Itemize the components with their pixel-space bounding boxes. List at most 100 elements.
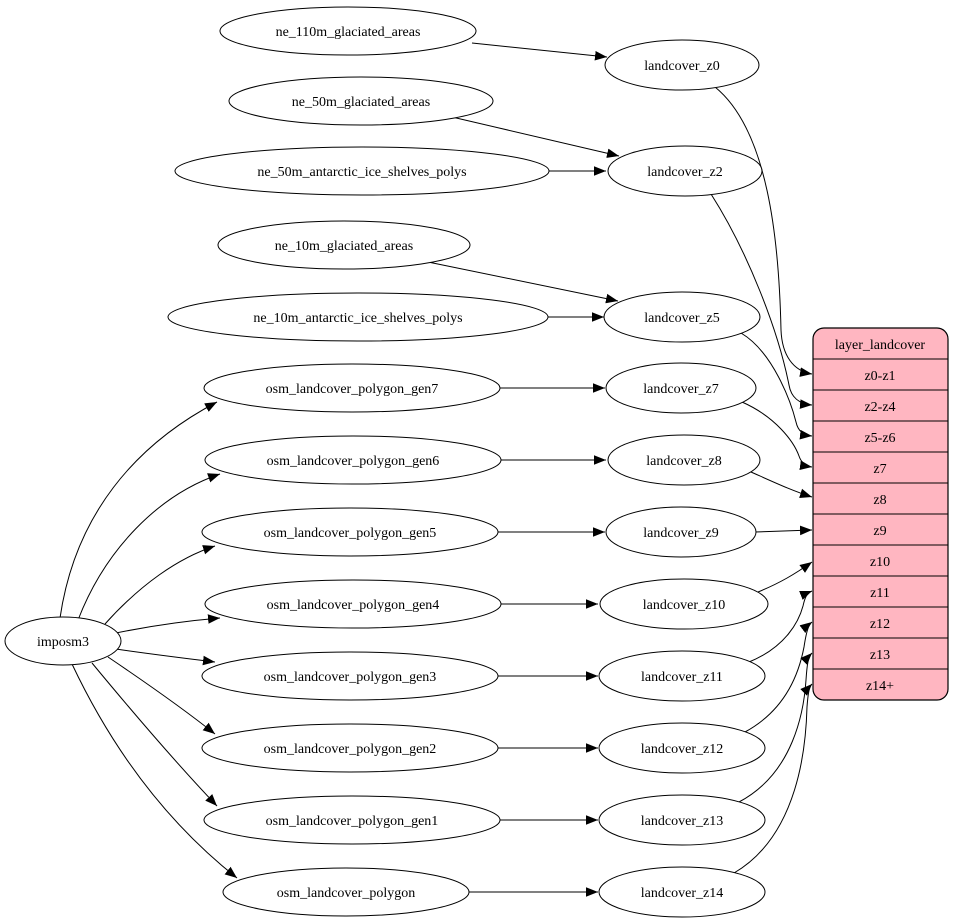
node-landcover-z8: landcover_z8 [607, 434, 761, 486]
node-label: ne_10m_antarctic_ice_shelves_polys [253, 311, 462, 326]
edge-landcover-z10-to-row-z10 [757, 561, 813, 593]
node-label: osm_landcover_polygon_gen5 [264, 526, 437, 541]
node-label: landcover_z14 [641, 886, 723, 901]
node-osm-landcover-polygon-gen5: osm_landcover_polygon_gen5 [201, 507, 499, 557]
node-osm-landcover-polygon: osm_landcover_polygon [222, 867, 470, 917]
edge-landcover-z5-to-row-z5-z6 [740, 332, 813, 440]
node-label: osm_landcover_polygon_gen1 [266, 814, 439, 829]
node-label: ne_110m_glaciated_areas [276, 25, 421, 40]
edges-stages-to-table [710, 86, 813, 874]
node-ellipse [203, 363, 501, 413]
node-osm-landcover-polygon-gen4: osm_landcover_polygon_gen4 [204, 579, 502, 629]
table-row-z2-z4: z2-z4 [864, 400, 895, 415]
edge-landcover-z8-to-row-z8 [750, 471, 813, 498]
node-landcover-z10: landcover_z10 [599, 578, 769, 630]
node-label: osm_landcover_polygon_gen6 [267, 454, 440, 469]
node-landcover-z0: landcover_z0 [604, 39, 760, 91]
node-landcover-z9: landcover_z9 [605, 506, 757, 558]
edge-imposm3-to-osm-landcover-polygon-gen2 [107, 656, 216, 735]
node-ellipse [203, 795, 501, 845]
table-row-z0-z1: z0-z1 [864, 369, 895, 384]
table-row-z11: z11 [870, 586, 890, 601]
edge-landcover-z0-to-row-z0-z1 [714, 86, 813, 377]
node-ellipse [222, 867, 470, 917]
node-label: ne_50m_glaciated_areas [292, 95, 430, 110]
edge-landcover-z2-to-row-z2-z4 [710, 193, 813, 409]
table-layer-landcover: layer_landcover z0-z1 z2-z4 z5-z6 z7 z8 … [812, 327, 949, 701]
node-landcover-z5: landcover_z5 [603, 291, 761, 343]
node-ellipse [174, 146, 550, 196]
edge-imposm3-to-osm-landcover-polygon-gen3 [115, 648, 216, 666]
table-row-z10: z10 [870, 555, 890, 570]
node-label: landcover_z7 [643, 382, 718, 397]
node-ne-50m-glaciated-areas: ne_50m_glaciated_areas [228, 76, 494, 126]
node-ellipse [598, 794, 766, 846]
node-ellipse [204, 435, 502, 485]
node-label: osm_landcover_polygon [277, 886, 415, 901]
edge-imposm3-to-osm-landcover-polygon [71, 663, 238, 879]
node-label: landcover_z5 [644, 311, 719, 326]
edge-imposm3-to-osm-landcover-polygon-gen7 [59, 401, 218, 619]
node-ellipse [201, 507, 499, 557]
node-osm-landcover-polygon-gen7: osm_landcover_polygon_gen7 [203, 363, 501, 413]
node-osm-landcover-polygon-gen2: osm_landcover_polygon_gen2 [201, 723, 499, 773]
edges-sources-to-stages [427, 42, 620, 897]
edge-landcover-z14-to-row-z14plus [733, 683, 813, 874]
node-landcover-z12: landcover_z12 [598, 722, 766, 774]
node-ne-10m-antarctic-ice-shelves-polys: ne_10m_antarctic_ice_shelves_polys [167, 292, 549, 342]
node-landcover-z7: landcover_z7 [605, 362, 757, 414]
edges-importer-to-sources [59, 401, 238, 879]
node-ellipse [598, 866, 766, 918]
node-ellipse [605, 506, 757, 558]
node-label: landcover_z8 [646, 454, 721, 469]
node-label: landcover_z10 [643, 598, 725, 613]
node-label: landcover_z0 [644, 59, 719, 74]
node-label: ne_50m_antarctic_ice_shelves_polys [257, 165, 466, 180]
node-ellipse [604, 39, 760, 91]
node-ellipse [167, 292, 549, 342]
edge-imposm3-to-osm-landcover-polygon-gen5 [104, 545, 216, 625]
table-row-z13: z13 [870, 648, 890, 663]
table-title: layer_landcover [835, 338, 926, 353]
node-ellipse [599, 578, 769, 630]
edge-ne-10m-glaciated-areas-to-landcover-z5 [427, 261, 619, 304]
edge-landcover-z9-to-row-z9 [754, 525, 813, 536]
table-row-z8: z8 [873, 493, 886, 508]
edge-imposm3-to-osm-landcover-polygon-gen4 [115, 614, 221, 634]
node-ne-10m-glaciated-areas: ne_10m_glaciated_areas [217, 220, 471, 270]
node-label: osm_landcover_polygon_gen3 [264, 670, 437, 685]
table-row-z12: z12 [870, 617, 890, 632]
table-row-z9: z9 [873, 524, 886, 539]
edge-landcover-z7-to-row-z7 [741, 401, 813, 471]
node-label: osm_landcover_polygon_gen7 [266, 382, 439, 397]
node-ellipse [217, 220, 471, 270]
node-ellipse [201, 651, 499, 701]
edge-landcover-z12-to-row-z12 [744, 621, 813, 733]
node-osm-landcover-polygon-gen6: osm_landcover_polygon_gen6 [204, 435, 502, 485]
node-ne-50m-antarctic-ice-shelves-polys: ne_50m_antarctic_ice_shelves_polys [174, 146, 550, 196]
table-row-z7: z7 [873, 462, 886, 477]
node-label: landcover_z9 [643, 526, 718, 541]
edge-ne-50m-glaciated-areas-to-landcover-z2 [451, 116, 620, 158]
node-ellipse [605, 362, 757, 414]
edge-imposm3-to-osm-landcover-polygon-gen1 [91, 662, 218, 807]
node-label: imposm3 [37, 635, 89, 650]
node-osm-landcover-polygon-gen1: osm_landcover_polygon_gen1 [203, 795, 501, 845]
node-label: osm_landcover_polygon_gen4 [267, 598, 440, 613]
node-osm-landcover-polygon-gen3: osm_landcover_polygon_gen3 [201, 651, 499, 701]
node-label: landcover_z11 [641, 670, 723, 685]
node-label: osm_landcover_polygon_gen2 [264, 742, 437, 757]
node-ellipse [607, 434, 761, 486]
node-ellipse [4, 616, 122, 666]
node-label: ne_10m_glaciated_areas [275, 239, 413, 254]
node-landcover-z14: landcover_z14 [598, 866, 766, 918]
table-row-z5-z6: z5-z6 [864, 431, 895, 446]
node-label: landcover_z13 [641, 814, 723, 829]
node-ellipse [598, 650, 766, 702]
node-landcover-z11: landcover_z11 [598, 650, 766, 702]
node-label: landcover_z12 [641, 742, 723, 757]
table-row-z14plus: z14+ [866, 679, 894, 694]
node-landcover-z2: landcover_z2 [607, 145, 763, 197]
